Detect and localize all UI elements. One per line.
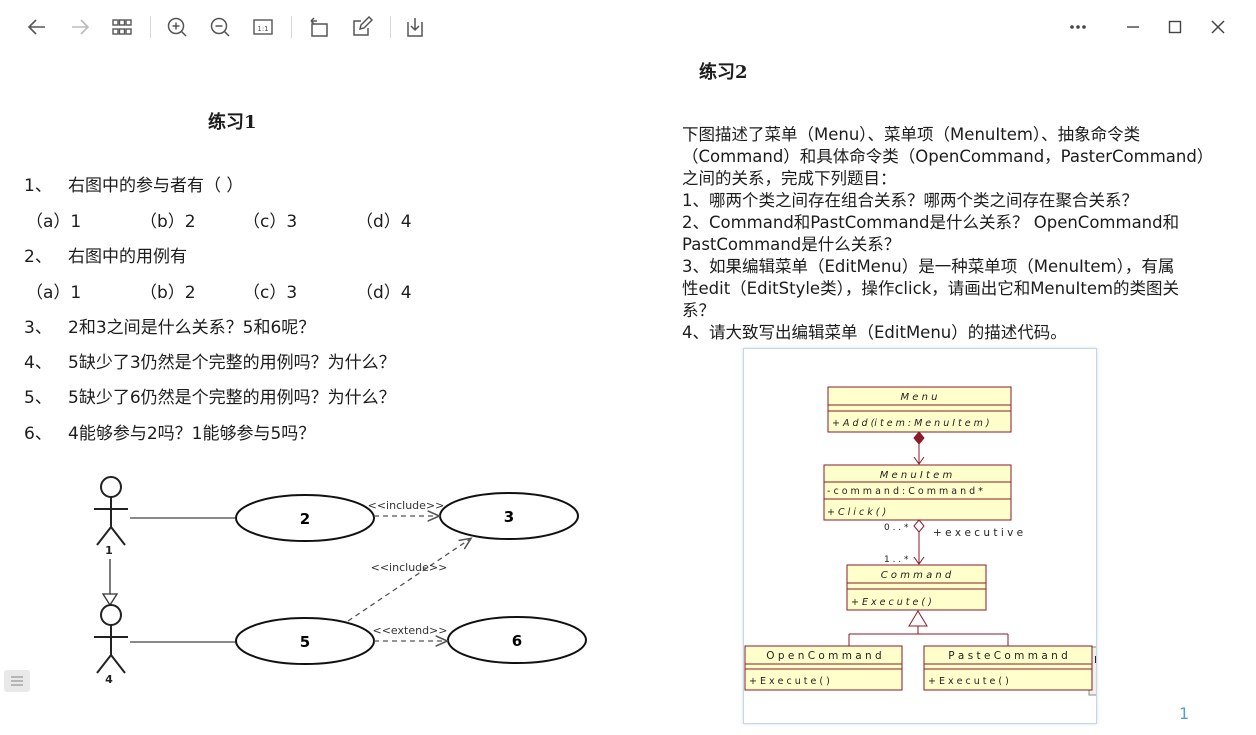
uml-class-diagram: nd M e n u + A d d (i t e m : M e n u I … <box>743 348 1140 724</box>
question-number: 1、 <box>24 176 52 196</box>
toolbar-separator <box>150 16 151 38</box>
option-d: （d）4 <box>356 212 412 232</box>
document-page: 练习1 1、 右图中的参与者有（ ） （a）1 （b）2 （c）3 （d）4 2… <box>0 52 1256 735</box>
usecase-6-label: 6 <box>512 632 522 650</box>
class-command-name: C o m m a n d <box>881 570 952 581</box>
include-label: <<include>> <box>371 561 448 574</box>
option-b: （b）2 <box>140 212 196 232</box>
question-text: 5缺少了3仍然是个完整的用例吗？为什么？ <box>68 353 396 373</box>
obscured-class-fragment: nd <box>1094 652 1096 666</box>
class-menu-operation: + A d d (i t e m : M e n u I t e m ) <box>832 418 990 429</box>
composition-diamond <box>913 431 925 445</box>
edit-icon[interactable] <box>345 10 379 44</box>
aggregation-diamond <box>913 519 925 533</box>
class-menuitem-name: M e n u I t e m <box>880 470 953 481</box>
class-menuitem-operation: + C l i c k ( ) <box>827 507 886 518</box>
question-number: 2、 <box>24 247 52 267</box>
paragraph-line: 1、哪两个类之间存在组合关系？哪两个类之间存在聚合关系？ <box>682 191 1138 210</box>
class-menu-name: M e n u <box>901 392 938 403</box>
save-icon[interactable] <box>398 10 432 44</box>
usecase-5-label: 5 <box>300 633 310 651</box>
question-number: 6、 <box>24 424 52 444</box>
toolbar-separator <box>291 16 292 38</box>
usecase-2 <box>235 494 375 542</box>
maximize-icon[interactable] <box>1158 10 1192 44</box>
question-text: 右图中的用例有 <box>68 247 187 267</box>
question-text: 右图中的参与者有（ ） <box>68 176 244 196</box>
paragraph-line: 4、请大致写出编辑菜单（EditMenu）的描述代码。 <box>682 323 1067 342</box>
exercise2-title: 练习2 <box>699 62 748 83</box>
class-menuitem-attribute: - c o m m a n d : C o m m a n d * <box>827 486 983 497</box>
back-icon[interactable] <box>20 10 54 44</box>
class-menuitem <box>823 464 1012 521</box>
paragraph-line: 之间的关系，完成下列题目： <box>682 169 897 188</box>
close-icon[interactable] <box>1201 10 1235 44</box>
more-icon[interactable] <box>1061 10 1095 44</box>
grid-icon[interactable] <box>105 10 139 44</box>
outline-toggle-icon[interactable] <box>4 670 30 692</box>
zoom-in-icon[interactable] <box>160 10 194 44</box>
actor-4-label: 4 <box>105 673 113 686</box>
question-number: 4、 <box>24 353 52 373</box>
forward-icon[interactable] <box>63 10 97 44</box>
option-b: （b）2 <box>140 283 196 303</box>
multiplicity-top: 0 . . * <box>884 523 909 533</box>
paragraph-line: PastCommand是什么关系？ <box>682 235 901 254</box>
toolbar: 1:1 <box>0 0 1256 52</box>
association-role: + e x e c u t i v e <box>933 527 1023 539</box>
rotate-icon[interactable] <box>302 10 336 44</box>
option-c: （c）3 <box>243 212 298 232</box>
class-pastecommand-name: P a s t e C o m m a n d <box>948 650 1068 662</box>
minimize-icon[interactable] <box>1116 10 1150 44</box>
svg-text:1:1: 1:1 <box>257 25 268 33</box>
paragraph-line: 3、如果编辑菜单（EditMenu）是一种菜单项（MenuItem），有属 <box>682 257 1175 276</box>
include-arrow <box>347 539 470 622</box>
usecase-3-label: 3 <box>504 508 514 526</box>
question-number: 5、 <box>24 388 52 408</box>
generalization-arrow <box>101 593 119 607</box>
paragraph-line: 性edit（EditStyle类），操作click，请画出它和MenuItem的… <box>682 279 1180 298</box>
actor-1-label: 1 <box>105 544 113 557</box>
usecase-2-label: 2 <box>300 510 310 528</box>
option-a: （a）1 <box>26 212 82 232</box>
use-case-diagram: 1 4 2 3 5 6 <<include>> <<include>> <<ex… <box>94 476 587 686</box>
question-text: 5缺少了6仍然是个完整的用例吗？为什么？ <box>68 388 396 408</box>
toolbar-separator <box>390 16 391 38</box>
paragraph-line: 下图描述了菜单（Menu）、菜单项（MenuItem）、抽象命令类 <box>682 125 1141 144</box>
class-pastecommand <box>923 645 1093 691</box>
multiplicity-bottom: 1 . . * <box>884 555 909 565</box>
exercise1-title: 练习1 <box>208 112 257 133</box>
option-d: （d）4 <box>356 283 412 303</box>
actual-size-icon[interactable]: 1:1 <box>246 10 280 44</box>
page-number: 1 <box>1179 704 1190 723</box>
class-opencommand <box>744 645 903 691</box>
class-pastecommand-operation: + E x e c u t e ( ) <box>928 676 1009 687</box>
inheritance-triangle <box>908 610 928 627</box>
paragraph-line: 系？ <box>682 301 715 320</box>
option-c: （c）3 <box>243 283 298 303</box>
class-command-operation: + E x e c u t e ( ) <box>851 597 932 608</box>
actor-4-figure <box>94 604 128 674</box>
paragraph-line: （Command）和具体命令类（OpenCommand，PasterComman… <box>682 147 1214 166</box>
class-opencommand-operation: + E x e c u t e ( ) <box>749 676 830 687</box>
class-command <box>846 564 987 611</box>
include-label: <<include>> <box>368 499 445 512</box>
zoom-out-icon[interactable] <box>203 10 237 44</box>
question-text: 4能够参与2吗？1能够参与5吗？ <box>68 424 316 444</box>
question-number: 3、 <box>24 318 52 338</box>
paragraph-line: 2、Command和PastCommand是什么关系？ OpenCommand和 <box>682 213 1180 232</box>
class-opencommand-name: O p e n C o m m a n d <box>766 650 881 662</box>
option-a: （a）1 <box>26 283 82 303</box>
question-text: 2和3之间是什么关系？5和6呢？ <box>68 318 316 338</box>
actor-1-figure <box>94 476 128 546</box>
extend-label: <<extend>> <box>373 624 448 637</box>
